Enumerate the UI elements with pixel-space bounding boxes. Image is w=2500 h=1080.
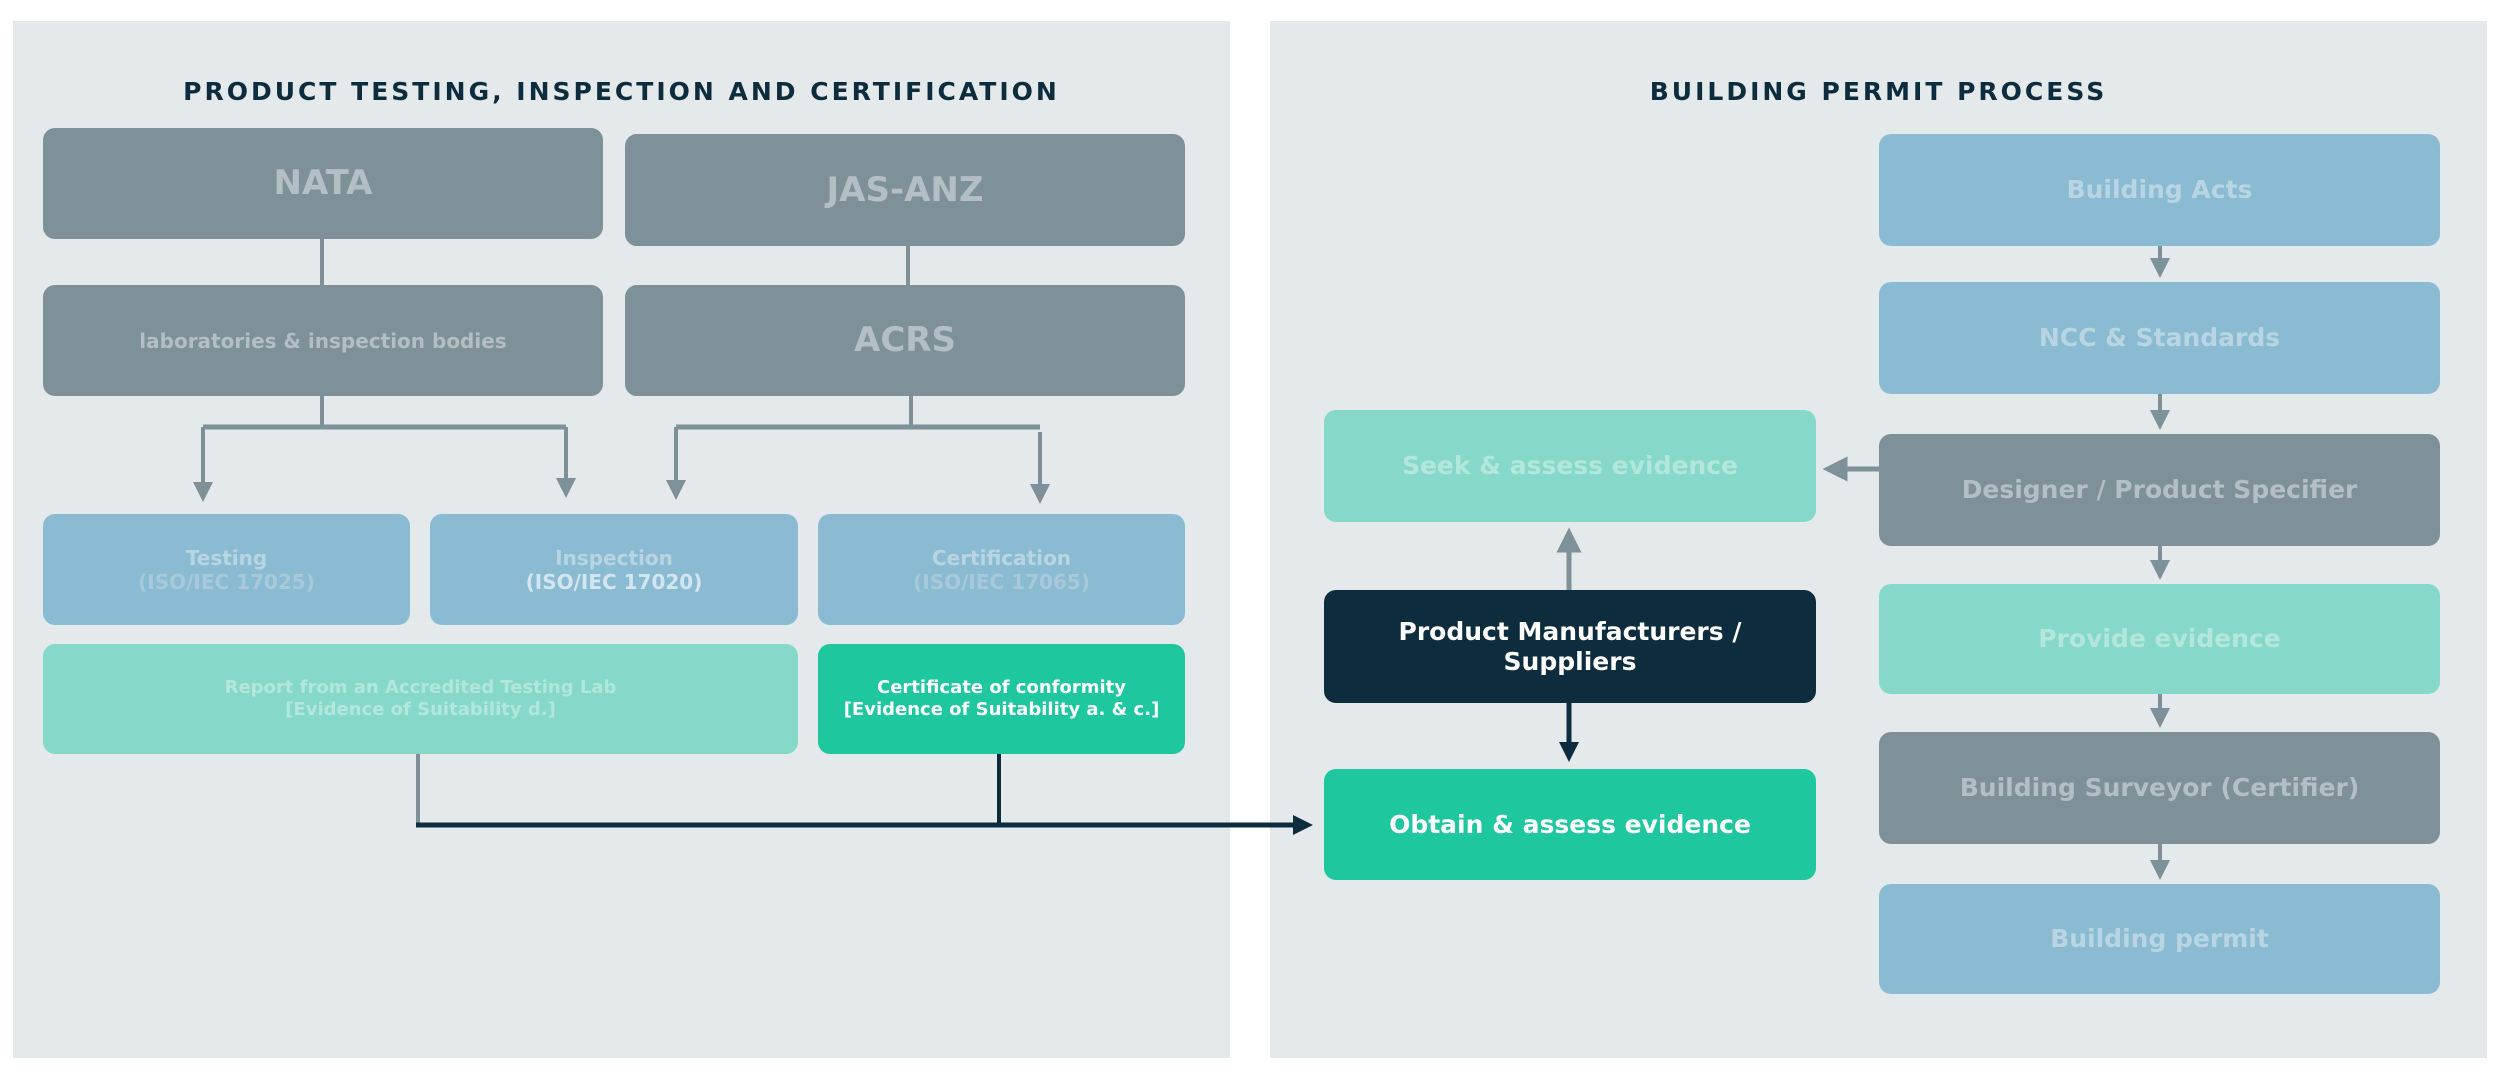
label-laboratories: laboratories & inspection bodies bbox=[139, 328, 507, 353]
label-ncc-standards: NCC & Standards bbox=[2038, 323, 2281, 352]
panel-title-building-permit: BUILDING PERMIT PROCESS bbox=[1649, 77, 2108, 106]
label-designer: Designer / Product Specifier bbox=[1961, 475, 2358, 504]
label-report-line1: Report from an Accredited Testing Lab bbox=[224, 677, 617, 699]
box-acrs: ACRS bbox=[625, 285, 1185, 396]
label-provide-evidence: Provide evidence bbox=[2038, 624, 2281, 653]
label-testing-standard: (ISO/IEC 17025) bbox=[138, 569, 315, 594]
label-building-acts: Building Acts bbox=[2066, 175, 2253, 204]
box-jas-anz: JAS-ANZ bbox=[625, 134, 1185, 246]
box-inspection: Inspection (ISO/IEC 17020) bbox=[430, 514, 798, 625]
box-testing: Testing (ISO/IEC 17025) bbox=[43, 514, 410, 625]
label-building-permit: Building permit bbox=[2050, 924, 2269, 953]
box-manufacturers: Product Manufacturers / Suppliers bbox=[1324, 590, 1816, 703]
label-certification: Certification bbox=[931, 545, 1072, 570]
box-building-acts: Building Acts bbox=[1879, 134, 2440, 246]
box-certification: Certification (ISO/IEC 17065) bbox=[818, 514, 1185, 625]
box-seek-evidence: Seek & assess evidence bbox=[1324, 410, 1816, 522]
label-jas-anz: JAS-ANZ bbox=[826, 169, 984, 210]
box-provide-evidence: Provide evidence bbox=[1879, 584, 2440, 694]
label-building-surveyor: Building Surveyor (Certifier) bbox=[1959, 773, 2360, 802]
box-nata: NATA bbox=[43, 128, 603, 239]
box-ncc-standards: NCC & Standards bbox=[1879, 282, 2440, 394]
box-laboratories: laboratories & inspection bodies bbox=[43, 285, 603, 396]
label-report-line2: [Evidence of Suitability d.] bbox=[285, 699, 556, 720]
label-acrs: ACRS bbox=[854, 320, 956, 361]
box-building-surveyor: Building Surveyor (Certifier) bbox=[1879, 732, 2440, 844]
label-seek-evidence: Seek & assess evidence bbox=[1401, 451, 1739, 480]
label-certification-standard: (ISO/IEC 17065) bbox=[913, 569, 1090, 594]
box-building-permit: Building permit bbox=[1879, 884, 2440, 994]
label-manufacturers-line1: Product Manufacturers / bbox=[1398, 616, 1742, 646]
label-obtain-evidence: Obtain & assess evidence bbox=[1389, 809, 1751, 839]
label-manufacturers-line2: Suppliers bbox=[1503, 646, 1637, 676]
label-testing: Testing bbox=[185, 545, 268, 570]
label-nata: NATA bbox=[273, 163, 373, 204]
box-obtain-evidence: Obtain & assess evidence bbox=[1324, 769, 1816, 880]
label-certificate-line1: Certificate of conformity bbox=[877, 677, 1126, 699]
label-certificate-line2: [Evidence of Suitability a. & c.] bbox=[843, 699, 1160, 720]
box-designer: Designer / Product Specifier bbox=[1879, 434, 2440, 546]
box-accredited-report: Report from an Accredited Testing Lab [E… bbox=[43, 644, 798, 754]
box-certificate-conformity: Certificate of conformity [Evidence of S… bbox=[818, 644, 1185, 754]
panel-title-product-testing: PRODUCT TESTING, INSPECTION AND CERTIFIC… bbox=[183, 77, 1060, 106]
label-inspection: Inspection bbox=[555, 545, 673, 570]
label-inspection-standard: (ISO/IEC 17020) bbox=[525, 569, 703, 594]
